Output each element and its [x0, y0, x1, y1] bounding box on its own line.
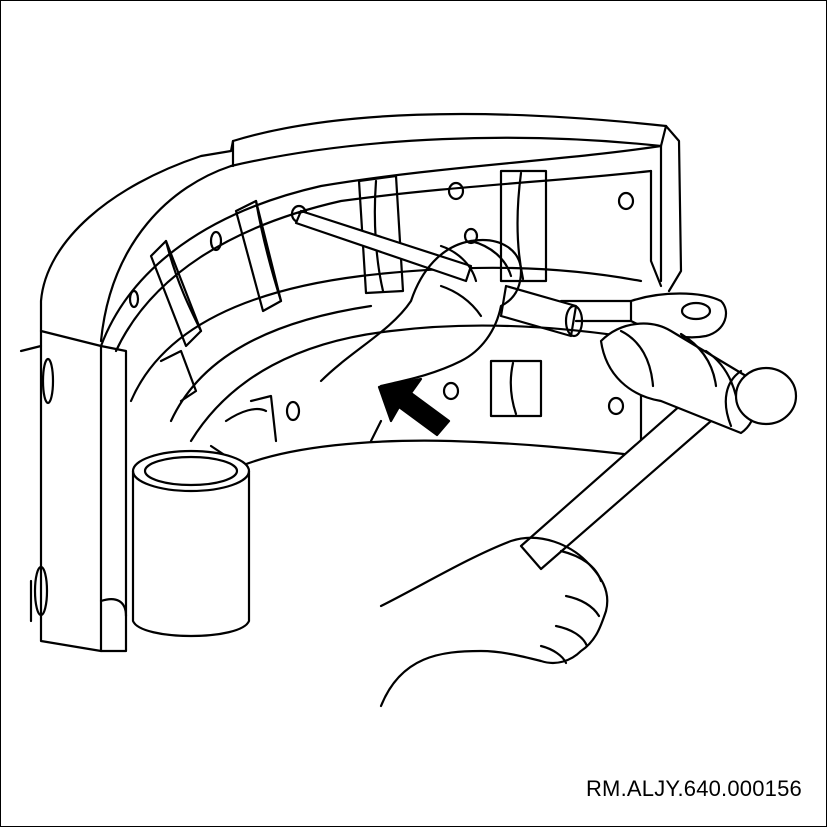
upper-hand: [294, 209, 523, 443]
reference-code: RM.ALJY.640.000156: [585, 776, 802, 801]
hammer-icon: [519, 322, 798, 571]
lower-hand: [379, 536, 609, 708]
arrow-icon: [377, 377, 451, 437]
shoe-end-block: [19, 329, 128, 653]
support-sleeve: [131, 449, 251, 638]
shoe-ribs: [149, 169, 548, 418]
brake-shoe-rim: [99, 144, 663, 353]
pin: [499, 284, 584, 338]
brake-lining: [39, 112, 683, 348]
shoe-web: [129, 266, 643, 468]
